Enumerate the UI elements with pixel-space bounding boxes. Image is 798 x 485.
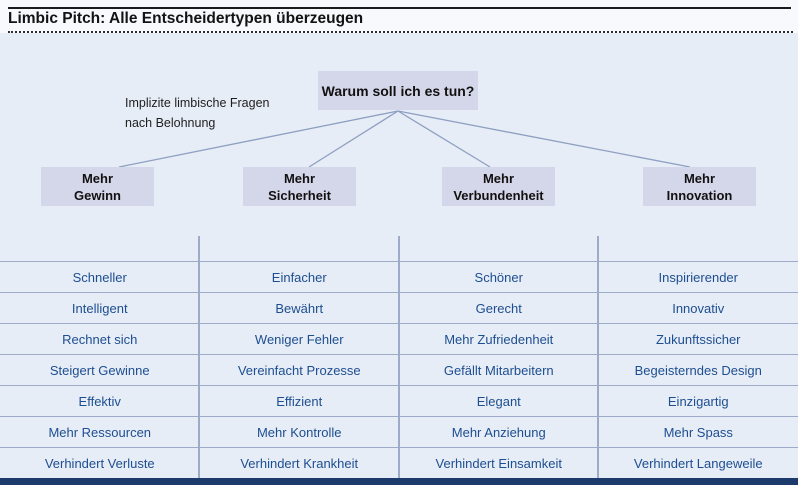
central-question-label: Warum soll ich es tun?	[321, 82, 475, 99]
table-cell: Intelligent	[71, 300, 128, 316]
table-cell: Effizient	[276, 393, 323, 409]
column-divider	[398, 236, 400, 478]
table-row: Rechnet sich Weniger Fehler Mehr Zufrieden…	[0, 323, 798, 354]
table-cell: Elegant	[476, 393, 521, 409]
table-row: Intelligent Bewährt Gerecht Innovativ	[0, 292, 798, 323]
branch-label-line1: Mehr	[81, 170, 114, 186]
table-cell: Bewährt	[275, 300, 324, 316]
table-cell: Effektiv	[78, 393, 121, 409]
branch-box-innovation: Mehr Innovation	[643, 167, 756, 206]
column-divider	[198, 236, 200, 478]
slide-header: Limbic Pitch: Alle Entscheidertypen über…	[0, 0, 798, 33]
table-cell: Mehr Anziehung	[451, 424, 546, 440]
table-cell: Innovativ	[672, 300, 725, 316]
table-cell: Mehr Spass	[663, 424, 733, 440]
table-cell: Zukunftssicher	[655, 331, 741, 347]
table-cell: Gefällt Mitarbeitern	[443, 362, 554, 378]
branch-label-line1: Mehr	[482, 170, 515, 186]
table-cell: Steigert Gewinne	[49, 362, 150, 378]
table-row: Effektiv Effizient Elegant Einzigartig	[0, 385, 798, 416]
branch-label-line1: Mehr	[283, 170, 316, 186]
table-cell: Mehr Kontrolle	[256, 424, 342, 440]
table-cell: Gerecht	[475, 300, 522, 316]
table-cell: Einzigartig	[667, 393, 729, 409]
branch-box-sicherheit: Mehr Sicherheit	[243, 167, 356, 206]
page-title: Limbic Pitch: Alle Entscheidertypen über…	[8, 10, 364, 27]
table-cell: Mehr Ressourcen	[48, 424, 152, 440]
table-cell: Schöner	[474, 269, 523, 285]
table-cell: Schneller	[72, 269, 127, 285]
table-cell: Verhindert Einsamkeit	[435, 455, 562, 471]
table-cell: Inspirierender	[658, 269, 739, 285]
table-cell: Weniger Fehler	[254, 331, 344, 347]
table-cell: Begeisterndes Design	[634, 362, 762, 378]
table-row: Schneller Einfacher Schöner Inspirierender	[0, 261, 798, 292]
table-cell: Mehr Zufriedenheit	[444, 331, 554, 347]
table-row: Steigert Gewinne Vereinfacht Prozesse Gefä…	[0, 354, 798, 385]
branch-label-line2: Verbundenheit	[453, 187, 544, 203]
table-cell: Verhindert Krankheit	[240, 455, 359, 471]
branch-label-line1: Mehr	[683, 170, 716, 186]
bottom-accent-bar	[0, 478, 798, 485]
table-cell: Einfacher	[271, 269, 327, 285]
branch-box-gewinn: Mehr Gewinn	[41, 167, 154, 206]
branch-label-line2: Innovation	[666, 187, 733, 203]
branch-label-line2: Sicherheit	[268, 187, 331, 203]
branch-box-verbundenheit: Mehr Verbundenheit	[442, 167, 555, 206]
branch-label-line2: Gewinn	[74, 187, 121, 203]
header-top-rule	[8, 7, 791, 9]
annotation-text: Implizite limbische Fragen nach Belohnun…	[125, 96, 270, 130]
table-cell: Rechnet sich	[62, 331, 138, 347]
table-cell: Vereinfacht Prozesse	[237, 362, 361, 378]
column-divider	[597, 236, 599, 478]
header-dotted-rule	[8, 31, 793, 33]
central-question-box: Warum soll ich es tun?	[318, 71, 478, 110]
table-row: Verhindert Verluste Verhindert Krankheit V…	[0, 447, 798, 478]
table-cell: Verhindert Langeweile	[633, 455, 763, 471]
table-cell: Verhindert Verluste	[44, 455, 155, 471]
table-row: Mehr Ressourcen Mehr Kontrolle Mehr Anzieh…	[0, 416, 798, 447]
